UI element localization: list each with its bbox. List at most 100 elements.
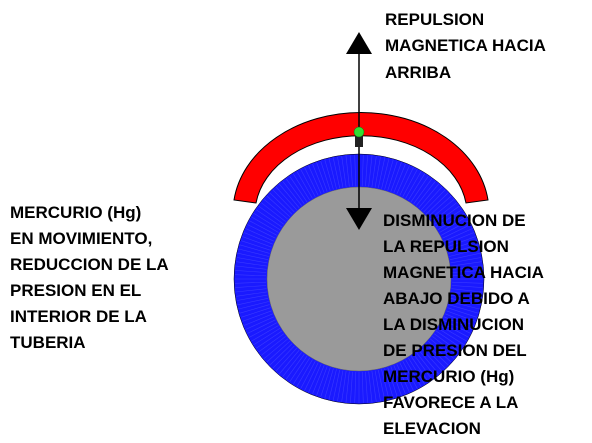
pipe-texture-line [350,155,353,187]
pipe-texture-line [450,257,482,264]
pipe-texture-line [316,366,328,396]
pipe-texture-line [300,360,316,389]
pipe-texture-line [312,365,325,395]
pipe-texture-line [296,171,313,199]
pipe-texture-line [384,368,394,399]
pipe-texture-line [396,363,410,393]
pipe-texture-line [316,162,328,192]
right-label-line: LA DISMINUCION [383,315,524,334]
pipe-texture-line [272,189,295,213]
pipe-texture-line [381,369,390,400]
pipe-wall-texture [235,155,483,403]
pipe-texture-line [423,189,446,213]
pipe-texture-line [396,165,410,195]
pipe-texture-line [235,288,267,293]
right-label-line: FAVORECE A LA [383,393,518,412]
up-arrow-head [346,32,372,54]
pipe-texture-line [247,319,276,334]
pipe-texture-line [390,162,402,192]
pipe-texture-line [449,298,481,306]
pipe-texture-line [354,155,357,187]
pipe-texture-line [261,202,286,222]
pipe-texture-line [449,252,481,260]
top-label-line: REPULSION [385,10,484,29]
left-label-line: TUBERIA [10,333,86,352]
pipe-texture-line [410,176,429,203]
pipe-texture-line [308,165,322,195]
right-label-line: ELEVACION [383,419,481,438]
pipe-texture-line [443,228,473,242]
mercury-movement-label: MERCURIO (Hg) EN MOVIMIENTO, REDUCCION D… [10,203,173,352]
pipe-texture-line [345,371,350,403]
pipe-texture-line [378,157,386,189]
right-label-line: ABAJO DEBIDO A [383,289,529,308]
pipe-texture-line [384,159,394,190]
pipe-texture-line [258,333,284,353]
pipe-texture-line [371,156,377,187]
pipe-texture-line [451,291,482,297]
pipe-texture-line [430,338,455,359]
pipe-texture-line [402,169,418,198]
pipe-texture-line [413,354,433,380]
pipe-texture-line [235,270,267,273]
pipe-texture-line [420,186,443,211]
pipe-texture-line [235,281,267,284]
pipe-texture-line [345,155,350,187]
pipe-texture-line [451,265,483,270]
pipe-texture-line [341,371,347,402]
pipe-texture-line [243,232,273,245]
pipe-texture-line [449,248,480,257]
pipe-texture-line [236,291,267,297]
pipe-texture-line [337,370,344,402]
pipe-texture-line [393,163,406,193]
pipe-texture-line [300,169,316,198]
left-label-line: EN MOVIMIENTO, [10,229,152,248]
pipe-texture-line [371,371,377,402]
pipe-texture-line [430,199,455,220]
pipe-texture-line [418,183,439,208]
left-label-line: REDUCCION DE LA [10,255,168,274]
pipe-texture-line [437,213,465,230]
pipe-texture-line [374,370,381,402]
pipe-texture-line [275,347,298,372]
right-label-line: MERCURIO (Hg) [383,367,514,386]
pipe-texture-line [238,248,269,257]
pipe-texture-line [435,209,462,228]
pipe-texture-line [239,244,270,254]
pipe-texture-line [304,362,319,391]
pipe-texture-line [448,304,479,314]
pipe-texture-line [434,205,460,225]
pipe-texture-line [399,167,414,196]
pipe-texture-line [282,352,302,377]
pipe-texture-line [416,352,436,377]
pipe-texture-line [450,294,482,301]
pipe-texture-line [368,155,373,187]
pipe-texture-line [427,195,452,218]
top-label-line: MAGNETICA HACIA [385,36,546,55]
pipe-texture-line [261,336,286,356]
pipe-texture-line [405,171,422,199]
pipe-texture-line [249,220,278,236]
pipe-texture-line [416,181,436,206]
pipe-texture-line [263,199,288,220]
pipe-texture-line [440,220,469,236]
right-label-line: DISMINUCION DE [383,211,526,230]
pipe-texture-line [341,156,347,187]
pipe-texture-line [308,363,322,393]
pipe-texture-line [420,347,443,372]
pipe-texture-line [405,359,422,387]
pipe-texture-line [443,316,473,330]
pipe-texture-line [451,261,482,267]
pipe-texture-line [350,371,353,403]
pipe-texture-line [328,369,337,400]
pipe-texture-line [432,202,457,222]
pipe-texture-line [236,294,268,301]
pipe-texture-line [361,371,364,403]
pipe-texture-line [427,340,452,363]
pipe-texture-line [439,216,467,233]
pipe-texture-line [425,192,449,215]
pipe-texture-line [332,369,340,401]
pipe-texture-line [445,232,475,245]
pipe-texture-line [235,274,267,277]
